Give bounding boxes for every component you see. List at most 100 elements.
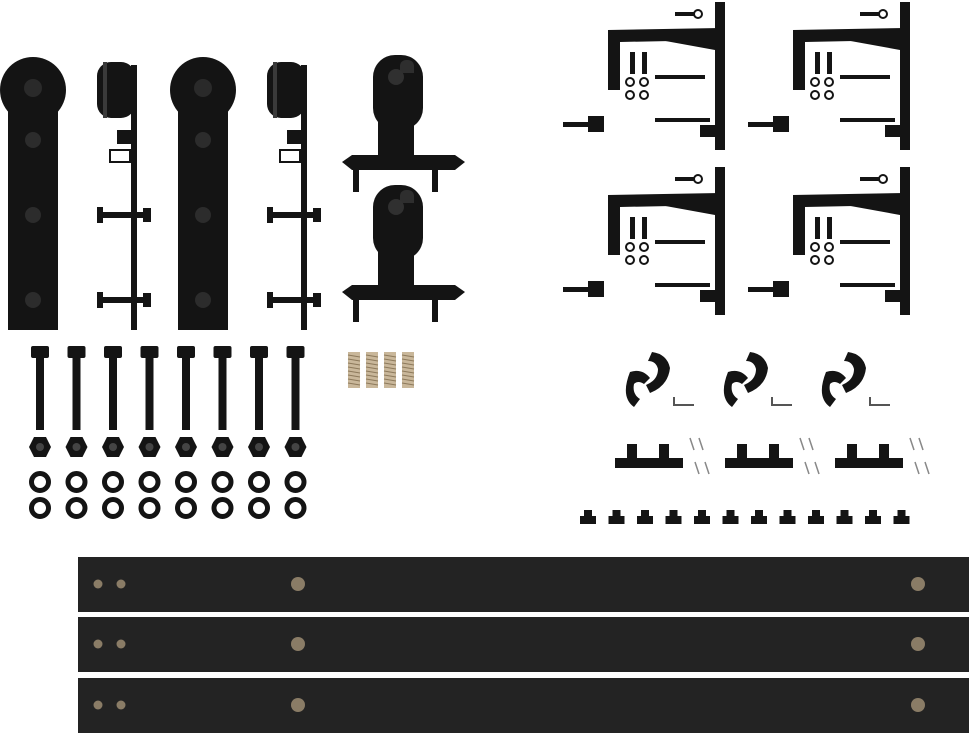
nut-icon: [29, 437, 51, 457]
screw: [924, 461, 930, 475]
guide-base: [835, 458, 903, 468]
washer: [810, 255, 820, 265]
screw: [918, 437, 924, 451]
screw: [655, 75, 705, 79]
bolt: [827, 52, 832, 74]
washer-icon: [248, 497, 270, 519]
washer-icon: [65, 497, 88, 519]
bolt-shaft: [109, 358, 117, 430]
bolt-head: [388, 199, 404, 215]
bolt: [827, 217, 832, 239]
hanger-side-icon: [267, 62, 321, 330]
washer-icon: [248, 471, 270, 493]
lag-screw: [655, 118, 710, 122]
hanger-front-icon: [0, 57, 66, 330]
washer-ring: [102, 497, 124, 519]
bolt-head: [140, 346, 159, 358]
coil: [401, 374, 415, 378]
strap: [131, 65, 137, 330]
gusset: [845, 205, 900, 215]
bolt-icon: [177, 346, 195, 430]
nut-icon: [102, 437, 124, 457]
bolt: [630, 52, 635, 74]
washer: [639, 255, 649, 265]
bolt-head: [97, 207, 103, 223]
guide-fin: [879, 444, 889, 460]
screw: [675, 12, 695, 16]
stopper-base: [836, 516, 853, 524]
stopper-top: [698, 510, 706, 518]
washer: [878, 174, 888, 184]
rail-icon: [78, 557, 969, 612]
bolt-shaft: [255, 358, 263, 430]
nut-icon: [211, 437, 234, 457]
stopper-base: [893, 516, 910, 524]
stopper-top: [612, 510, 621, 518]
washer: [625, 77, 635, 87]
wheel: [97, 62, 135, 118]
washer-icon: [29, 497, 51, 519]
rail-bar: [78, 678, 969, 733]
stopper-top: [840, 510, 849, 518]
bolt-shaft: [182, 358, 190, 430]
bolt-head: [67, 346, 86, 358]
spring-icon: [347, 352, 361, 388]
guide-base: [615, 458, 683, 468]
washer-ring: [248, 471, 270, 493]
guide-fin: [769, 444, 779, 460]
bolt-icon: [213, 346, 232, 430]
screw: [689, 437, 695, 451]
guide-base: [725, 458, 793, 468]
base: [342, 285, 465, 300]
wall-bracket-icon: [563, 167, 725, 315]
nut-hole: [255, 443, 263, 451]
rail-hole: [116, 579, 126, 589]
washer-icon: [175, 471, 197, 493]
stopper-top: [783, 510, 792, 518]
bolt: [270, 212, 320, 218]
washer-icon: [211, 497, 234, 519]
spring-body: [366, 352, 378, 388]
screw: [808, 437, 814, 451]
bolt-shaft: [36, 358, 44, 430]
washer: [625, 90, 635, 100]
screw: [914, 461, 920, 475]
washer-ring: [175, 471, 197, 493]
bolt-head: [31, 346, 49, 358]
washer-ring: [138, 497, 161, 519]
wheel-stopper-icon: [865, 510, 881, 524]
bracket: [287, 130, 303, 144]
bracket: [117, 130, 133, 144]
anti-jump-clip-icon: [723, 352, 792, 407]
stopper-base: [608, 516, 625, 524]
washer-ring: [284, 471, 307, 493]
wheel-stopper-icon: [808, 510, 824, 524]
bolt-head: [267, 292, 273, 308]
rail-hole: [291, 577, 305, 591]
anti-jump-clip-icon: [625, 352, 694, 407]
plate: [715, 167, 725, 315]
screw: [694, 461, 700, 475]
spring-body: [348, 352, 360, 388]
washer-icon: [211, 471, 234, 493]
screw: [840, 240, 890, 244]
wheel-stopper-icon: [836, 510, 853, 524]
screw: [353, 170, 359, 192]
washer-ring: [65, 497, 88, 519]
screw: [804, 461, 810, 475]
stopper-base: [865, 516, 881, 524]
bolt-head: [195, 292, 211, 308]
nut-icon: [284, 437, 307, 457]
screw: [704, 461, 710, 475]
spacer: [773, 281, 789, 297]
bolt-shaft: [291, 358, 300, 430]
nut-hole: [72, 443, 81, 451]
nut-hole: [145, 443, 154, 451]
arm: [608, 193, 720, 255]
rail-hole: [291, 637, 305, 651]
bolt-head: [267, 207, 273, 223]
floor-guide-icon: [615, 437, 710, 475]
washer-ring: [211, 497, 234, 519]
nut-hole: [218, 443, 227, 451]
washer-icon: [284, 471, 307, 493]
